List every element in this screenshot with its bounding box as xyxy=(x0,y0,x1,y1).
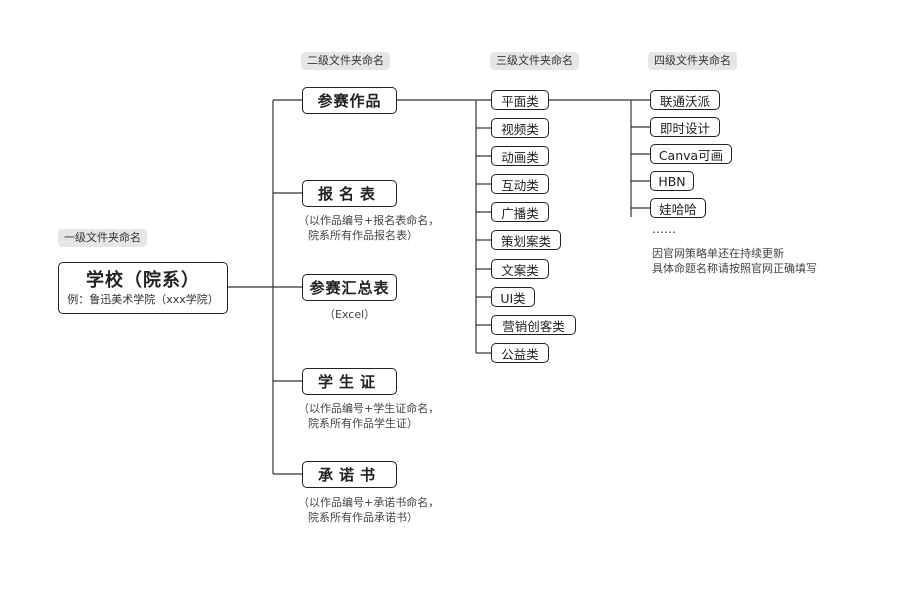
level3-node-print[interactable]: 平面类 xyxy=(491,90,549,110)
level2-note-registration-1: （以作品编号+报名表命名， xyxy=(298,214,440,227)
level4-tag: 四级文件夹命名 xyxy=(648,52,737,70)
level4-note-line2: 具体命题名称请按照官网正确填写 xyxy=(652,262,817,275)
level3-node-copywriting[interactable]: 文案类 xyxy=(491,259,549,279)
level2-note-pledge-1: （以作品编号+承诺书命名， xyxy=(298,496,440,509)
level4-more-ellipsis: …… xyxy=(652,222,676,236)
level2-note-student-id-2: 院系所有作品学生证） xyxy=(308,417,418,430)
level3-node-interactive[interactable]: 互动类 xyxy=(491,174,549,194)
level4-note-line1: 因官网策略单还在持续更新 xyxy=(652,247,784,260)
level2-note-student-id-1: （以作品编号+学生证命名， xyxy=(298,402,440,415)
level2-node-registration[interactable]: 报名表 xyxy=(302,180,397,207)
root-subtitle: 例：鲁迅美术学院（xxx学院） xyxy=(67,292,219,306)
level2-note-pledge-2: 院系所有作品承诺书） xyxy=(308,511,418,524)
level2-note-registration-2: 院系所有作品报名表） xyxy=(308,229,418,242)
root-node[interactable]: 学校（院系） 例：鲁迅美术学院（xxx学院） xyxy=(58,262,228,314)
level4-node-hbn[interactable]: HBN xyxy=(650,171,694,191)
level3-node-animation[interactable]: 动画类 xyxy=(491,146,549,166)
level3-node-video[interactable]: 视频类 xyxy=(491,118,549,138)
level4-node-wahaha[interactable]: 娃哈哈 xyxy=(650,198,706,218)
level4-node-canva[interactable]: Canva可画 xyxy=(650,144,732,164)
level3-node-ui[interactable]: UI类 xyxy=(491,287,535,307)
level4-node-jishi[interactable]: 即时设计 xyxy=(650,117,720,137)
level2-tag: 二级文件夹命名 xyxy=(301,52,390,70)
level3-node-marketing[interactable]: 营销创客类 xyxy=(491,315,576,335)
level2-node-pledge[interactable]: 承诺书 xyxy=(302,461,397,488)
level2-node-works[interactable]: 参赛作品 xyxy=(302,87,397,114)
level4-node-unicom[interactable]: 联通沃派 xyxy=(650,90,720,110)
level2-node-student-id[interactable]: 学生证 xyxy=(302,368,397,395)
level3-node-broadcast[interactable]: 广播类 xyxy=(491,202,549,222)
level1-tag: 一级文件夹命名 xyxy=(58,229,147,247)
level3-tag: 三级文件夹命名 xyxy=(490,52,579,70)
level2-note-summary: （Excel） xyxy=(324,308,376,321)
root-title: 学校（院系） xyxy=(86,269,200,291)
level3-node-public-welfare[interactable]: 公益类 xyxy=(491,343,549,363)
level3-node-planning[interactable]: 策划案类 xyxy=(491,230,561,250)
level2-node-summary[interactable]: 参赛汇总表 xyxy=(302,274,397,301)
